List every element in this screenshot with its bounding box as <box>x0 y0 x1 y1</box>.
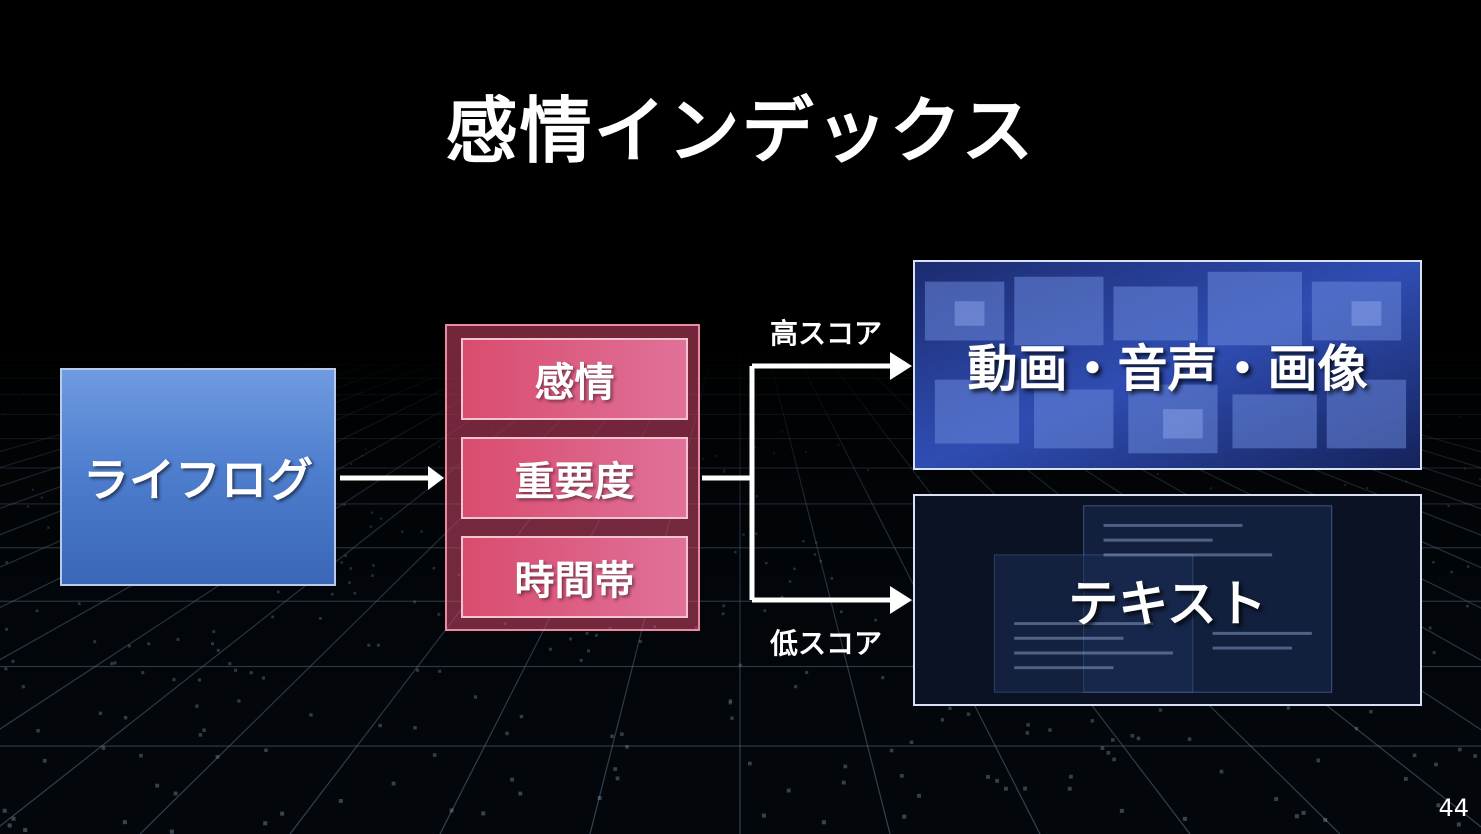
high-score-label: 高スコア <box>770 317 883 350</box>
text-output-box: テキスト <box>913 494 1422 706</box>
text-output-label: テキスト <box>1068 575 1267 633</box>
factor-emotion: 感情 <box>461 338 688 420</box>
low-score-label: 低スコア <box>770 627 883 660</box>
factor-time-slot-label: 時間帯 <box>514 558 635 604</box>
code-screen-image <box>915 496 1420 704</box>
lifelog-label: ライフログ <box>83 453 313 507</box>
factor-group: 感情 重要度 時間帯 <box>445 324 700 631</box>
factor-time-slot: 時間帯 <box>461 536 688 618</box>
factor-emotion-label: 感情 <box>534 360 615 406</box>
slide-title: 感情インデックス <box>445 89 1036 173</box>
media-output-box: 動画・音声・画像 <box>913 260 1422 470</box>
media-output-label: 動画・音声・画像 <box>967 340 1368 398</box>
lifelog-box: ライフログ <box>60 368 336 586</box>
media-collage-image <box>915 262 1420 468</box>
factor-importance: 重要度 <box>461 437 688 519</box>
factor-importance-label: 重要度 <box>514 459 635 505</box>
page-number: 44 <box>1438 794 1469 822</box>
